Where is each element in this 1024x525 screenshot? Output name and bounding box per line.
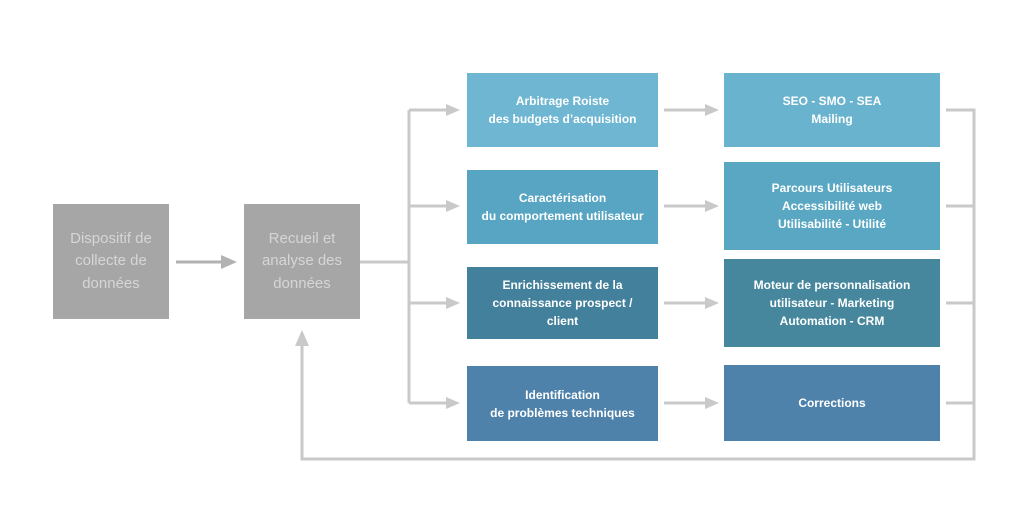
node-identification-problemes: Identification de problèmes techniques: [467, 366, 658, 441]
node-moteur-personnalisation: Moteur de personnalisation utilisateur -…: [724, 259, 940, 347]
arrow-collecte-to-recueil-head: [221, 255, 237, 269]
mid-arrow-row3-head: [705, 297, 719, 309]
feedback-loop-head: [295, 330, 309, 346]
node-enrichissement-connaissance: Enrichissement de la connaissance prospe…: [467, 267, 658, 339]
node-seo-smo-sea-mailing: SEO - SMO - SEA Mailing: [724, 73, 940, 147]
node-recueil-analyse: Recueil et analyse des données: [244, 204, 360, 319]
branch-arrow-row2-head: [446, 200, 460, 212]
node-caracterisation-comportement: Caractérisation du comportement utilisat…: [467, 170, 658, 244]
mid-arrow-row2-head: [705, 200, 719, 212]
mid-arrow-row1-head: [705, 104, 719, 116]
branch-arrow-row1-head: [446, 104, 460, 116]
node-parcours-utilisateurs: Parcours Utilisateurs Accessibilité web …: [724, 162, 940, 250]
node-corrections: Corrections: [724, 365, 940, 441]
branch-arrow-row4-head: [446, 397, 460, 409]
node-arbitrage-budgets: Arbitrage Roiste des budgets d’acquisiti…: [467, 73, 658, 147]
branch-arrow-row3-head: [446, 297, 460, 309]
mid-arrow-row4-head: [705, 397, 719, 409]
node-dispositif-collecte: Dispositif de collecte de données: [53, 204, 169, 319]
feedback-loop-line: [300, 108, 976, 461]
